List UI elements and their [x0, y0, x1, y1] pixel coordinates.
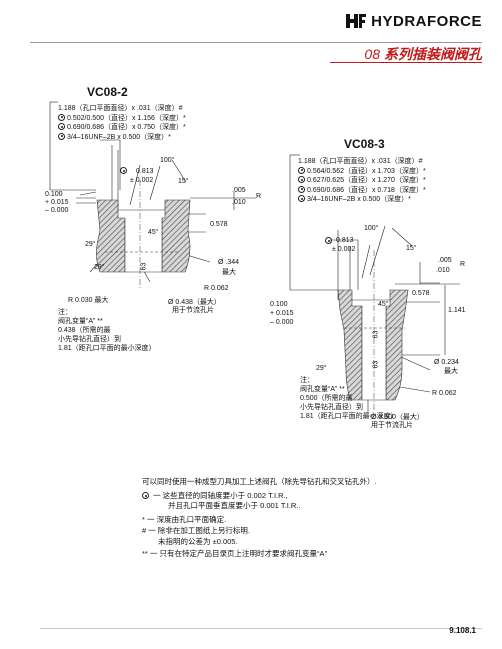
- concentricity-icon: [298, 195, 305, 202]
- footnote-line1b: 并且孔口平面垂直度要小于 0.001 T.I.R..: [168, 501, 301, 510]
- vc08-3-dim-0813: 0.813: [336, 237, 354, 244]
- concentricity-icon: [325, 237, 332, 244]
- section-title-text: 系列插装阀阀孔: [384, 46, 482, 62]
- vc08-3-note-line: 小先导钻孔直径）到: [300, 404, 363, 411]
- vc08-3-dim-0234: Ø 0.234: [434, 359, 459, 366]
- vc08-3-dim-15: 15°: [406, 245, 417, 252]
- vc08-2-spec-line: 3/4–16UNF–2B x 0.500（深度）*: [58, 132, 186, 143]
- vc08-2-note-line: 阀孔变量“A” **: [58, 318, 103, 325]
- vc08-3-note-line: 阀孔变量“A” **: [300, 386, 345, 393]
- vc08-3-dim-0500: Ø 0.500（最大）: [371, 414, 424, 421]
- concentricity-icon: [58, 123, 65, 130]
- vc08-3-dim-0813-tol: ± 0.002: [332, 246, 356, 253]
- concentricity-icon: [142, 492, 149, 499]
- brand-name: HYDRAFORCE: [371, 12, 482, 30]
- concentricity-icon: [58, 113, 65, 121]
- hydraforce-logo-icon: [346, 14, 367, 28]
- vc08-3-note-line: 0.500（所需的最: [300, 395, 353, 402]
- vc08-3-dim-010: .010: [436, 267, 450, 274]
- section-underline: [330, 62, 482, 63]
- footnote-intro: 可以同时使用一种成型刀具加工上述阀孔（除先导钻孔和交叉钻孔外）.: [142, 477, 377, 486]
- vc08-3-dim-29: 29°: [316, 365, 327, 372]
- vc08-2-dim-0100-minus: – 0.000: [45, 207, 69, 214]
- vc08-3-note-line: 1.81（距孔口平面的最小深度）: [300, 413, 398, 420]
- vc08-2-cavity: [96, 180, 191, 290]
- vc08-3-cavity: [337, 250, 409, 412]
- footnote-line3: # 一 除非在加工图纸上另行标明.: [142, 526, 250, 535]
- vc08-2-datum-symbol: [120, 160, 129, 178]
- vc08-3-spec-line: 1.188（孔口平面直径）x .031（深度）#: [298, 158, 423, 165]
- vc08-2-dim-0578: 0.578: [210, 221, 228, 228]
- vc08-2-dim-R0030: R 0.030 最大: [68, 297, 109, 304]
- vc08-2-spec-list: 1.188（孔口平面直径）x .031（深度）# 0.502/0.500（直径）…: [58, 105, 186, 142]
- vc08-3-spec-line: 0.627/0.625（直径）x 1.270（深度）*: [298, 176, 426, 186]
- footnote-line4: ** 一 只有在特定产品目录页上注明时才要求阀孔变量“A”: [142, 549, 328, 558]
- footnote-line3b: 未指明的公差为 ±0.005.: [158, 537, 238, 546]
- vc08-3-note-label: 注：: [300, 377, 314, 384]
- vc08-3-dim-100: 100°: [364, 225, 379, 232]
- vc08-3-dim-0100-plus: + 0.015: [270, 310, 294, 317]
- vc08-3-dim-R0062: R 0.062: [432, 390, 457, 397]
- vc08-3-dim-005: .005: [438, 257, 452, 264]
- vc08-3-dim-0234-sub: 最大: [444, 368, 458, 375]
- vc08-2-spec-line: 1.188（孔口平面直径）x .031（深度）#: [58, 105, 183, 112]
- concentricity-icon: [58, 132, 65, 140]
- brand-logo: HYDRAFORCE: [345, 10, 482, 32]
- vc08-2-title: VC08-2: [87, 85, 128, 99]
- vc08-3-dim-0500-sub: 用于节流孔片: [371, 422, 413, 429]
- vc08-3-dim-63a: 63: [372, 330, 380, 339]
- vc08-2-spec-line: 0.690/0.686（直径）x 0.750（深度）*: [58, 123, 186, 133]
- vc08-3-spec-list: 1.188（孔口平面直径）x .031（深度）# 0.564/0.562（直径）…: [298, 158, 426, 205]
- vc08-2-note-line: 0.438（所需的最: [58, 327, 111, 334]
- concentricity-icon: [298, 166, 305, 174]
- concentricity-icon: [120, 167, 127, 174]
- vc08-2-note-label: 注：: [58, 309, 72, 316]
- vc08-2-dim-344: Ø .344: [218, 259, 240, 266]
- vc08-3-dim-63b: 63: [372, 360, 380, 369]
- vc08-2-dim-0813: 0.813: [136, 168, 154, 175]
- vc08-2-dim-45: 45°: [148, 229, 159, 236]
- page-number: 9.108.1: [449, 626, 476, 635]
- concentricity-icon: [298, 176, 305, 183]
- vc08-2-dim-0438: Ø 0.438（最大）: [168, 299, 221, 306]
- vc08-3-dim-0100: 0.100: [270, 301, 288, 308]
- section-number: 08: [364, 46, 380, 62]
- vc08-2-note-line: 小先导钻孔直径）到: [58, 336, 121, 343]
- vc08-3-dim-0578: 0.578: [412, 290, 430, 297]
- vc08-2-spec-line: 0.502/0.500（直径）x 1.156（深度）*: [58, 113, 186, 124]
- vc08-2-dim-0100-plus: + 0.015: [45, 199, 69, 206]
- vc08-2-note: 注： 阀孔变量“A” ** 0.438（所需的最 小先导钻孔直径）到 1.81（…: [58, 308, 156, 353]
- vc08-2-dim-005: .005: [232, 187, 246, 194]
- vc08-2-dim-010: .010: [232, 199, 246, 206]
- vc08-2-note-line: 1.81（距孔口平面的最小深度）: [58, 345, 156, 352]
- vc08-3-dim-R: R: [460, 261, 466, 268]
- vc08-3-title: VC08-3: [344, 137, 385, 151]
- vc08-3-spec-line: 3/4–16UNF–2B x 0.500（深度）*: [298, 195, 426, 205]
- vc08-2-dim-0438-sub: 用于节流孔片: [172, 307, 214, 314]
- vc08-3-datum-symbol: [325, 230, 334, 248]
- footnote-line1: 一 这些直径的同轴度要小于 0.002 T.I.R.,: [142, 491, 288, 501]
- vc08-2-dim-29a: 29°: [85, 241, 96, 248]
- footer-divider: [40, 628, 482, 629]
- vc08-2-dim-R0062: R 0.062: [204, 285, 229, 292]
- vc08-2-dim-0813-tol: ± 0.002: [130, 177, 154, 184]
- vc08-3-dim-45: 45°: [378, 301, 389, 308]
- vc08-2-dim-100: 100°: [160, 157, 175, 164]
- concentricity-icon: [298, 185, 305, 193]
- vc08-2-dim-0100: 0.100: [45, 191, 63, 198]
- vc08-3-dim-0100-minus: – 0.000: [270, 319, 294, 326]
- vc08-2-dim-29b: 29°: [94, 264, 105, 271]
- vc08-3-spec-line: 0.564/0.562（直径）x 1.703（深度）*: [298, 166, 426, 177]
- vc08-3-dim-1141: 1.141: [448, 307, 466, 314]
- vc08-3-spec-line: 0.690/0.686（直径）x 0.718（深度）*: [298, 185, 426, 196]
- vc08-2-dim-344-sub: 最大: [222, 269, 236, 276]
- vc08-3-note: 注： 阀孔变量“A” ** 0.500（所需的最 小先导钻孔直径）到 1.81（…: [300, 376, 398, 421]
- vc08-2-dim-63: 63: [140, 262, 148, 271]
- vc08-2-dim-15: 15°: [178, 178, 189, 185]
- vc08-2-dim-R: R: [256, 193, 262, 200]
- header-divider: [30, 42, 482, 43]
- footnote-line2: * 一 深度由孔口平面确定.: [142, 515, 227, 524]
